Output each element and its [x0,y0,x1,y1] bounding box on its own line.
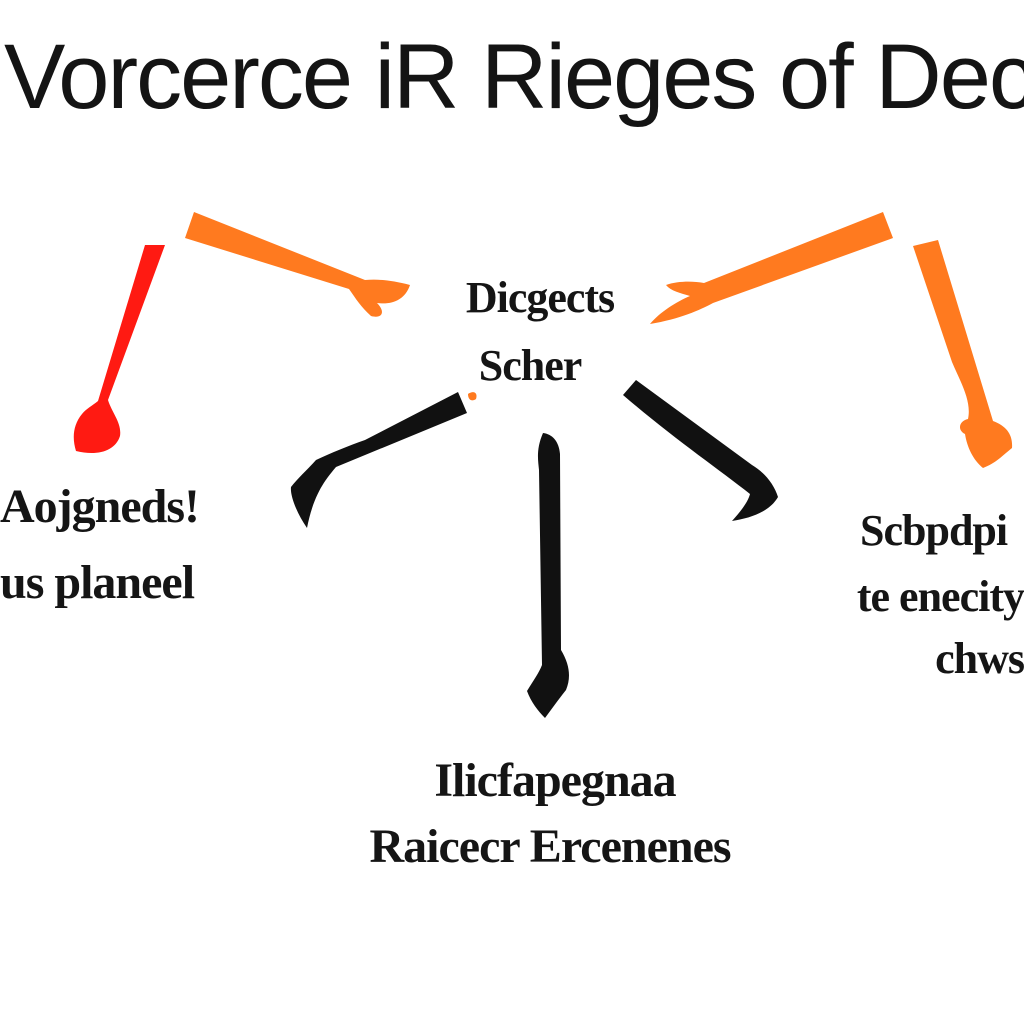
small-orange-accent [468,392,477,401]
right-node-label-2: te enecity [856,572,1024,621]
black-left-arrow [290,392,467,528]
center-node-label-1: Dicgects [465,273,615,322]
title-text: Vorcerce iR Rieges of Deco [4,26,1024,128]
arrow-group [73,212,1013,718]
orange-right-arrow [913,240,1013,468]
orange-top-left-arrow [185,212,410,317]
center-node-label-2: Scher [478,341,583,390]
bottom-node-label-2: Raicecr Ercenenes [369,820,731,873]
bottom-node-label-1: Ilicfapegnaa [434,754,676,807]
diagram-title: Vorcerce iR Rieges of Deco [0,22,1024,132]
black-center-arrow [527,433,569,718]
right-node-label-3: chws [935,634,1024,683]
red-left-arrow [73,245,165,454]
left-node-label-1: Aojgneds! [0,480,200,533]
left-node-label-2: us planeel [0,556,195,609]
black-right-arrow [623,380,778,521]
orange-top-right-arrow [650,212,893,324]
right-node-label-1: Scbpdpi [860,506,1008,555]
